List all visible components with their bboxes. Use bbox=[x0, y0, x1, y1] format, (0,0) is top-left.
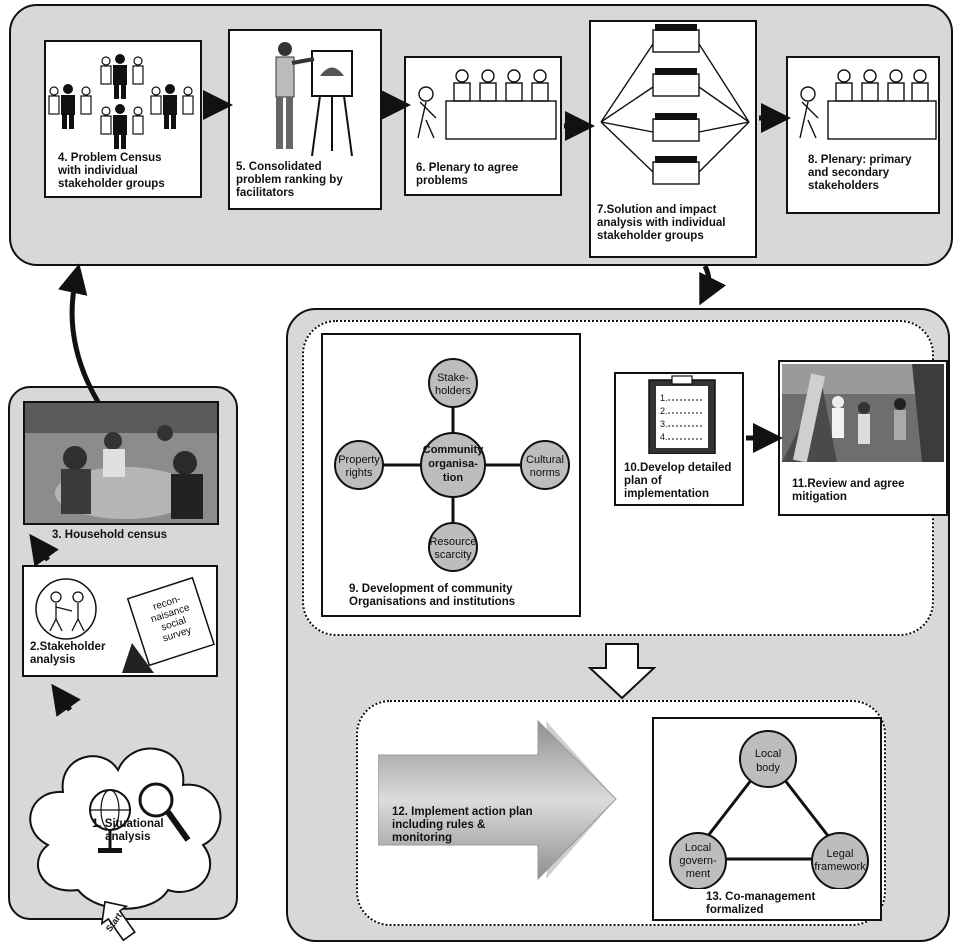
cultural-line-2: norms bbox=[530, 467, 561, 479]
clipboard-icon: 1. 2. 3. 4. bbox=[648, 375, 716, 454]
start-arrow-icon bbox=[100, 900, 136, 942]
local-gov-line-2: govern- bbox=[679, 855, 717, 867]
legal-framework-node bbox=[811, 832, 869, 889]
mitigation-photo bbox=[782, 364, 944, 462]
step-2-label: 2.Stakeholder analysis bbox=[30, 641, 106, 666]
subgroup-analysis-icon bbox=[600, 24, 750, 185]
step-8-label: 8. Plenary: primary and secondary stakeh… bbox=[808, 154, 912, 192]
stakeholders-line-1: Stake- bbox=[437, 372, 469, 384]
step-9-label: 9. Development of community Organisation… bbox=[349, 583, 516, 608]
step-13-label: 13. Co-management formalized bbox=[706, 891, 816, 916]
legal-line-2: framework bbox=[814, 861, 866, 873]
step-2-box: recon- naisance social survey 2.Stakehol… bbox=[22, 565, 218, 677]
plenary-meeting-icon bbox=[417, 69, 557, 140]
step-4-box: 4. Problem Census with individual stakeh… bbox=[44, 40, 202, 198]
globe-icon bbox=[89, 789, 131, 853]
plan-item-2: 2. bbox=[660, 406, 668, 416]
center-line-3: tion bbox=[443, 472, 463, 484]
plan-item-3: 3. bbox=[660, 419, 668, 429]
center-line-2: organisa- bbox=[428, 458, 478, 470]
property-line-1: Property bbox=[338, 454, 380, 466]
step-9-box: Community organisa- tion Stake- holders … bbox=[321, 333, 581, 617]
community-organisation-diagram: Community organisa- tion Stake- holders … bbox=[334, 358, 570, 572]
arrow-to-panel-2 bbox=[699, 264, 727, 306]
local-body-line-2: body bbox=[756, 762, 780, 774]
property-rights-node bbox=[334, 440, 384, 490]
legal-line-1: Legal bbox=[827, 848, 854, 860]
facilitator-easel-icon bbox=[275, 42, 353, 157]
step-11-label: 11.Review and agree mitigation bbox=[792, 478, 905, 503]
step-13-box: Local body Local govern- ment Legal fram… bbox=[652, 717, 882, 921]
local-gov-line-3: ment bbox=[686, 868, 710, 880]
stakeholder-groups-icon bbox=[48, 54, 194, 149]
step-4-label: 4. Problem Census with individual stakeh… bbox=[58, 152, 165, 190]
plan-item-4: 4. bbox=[660, 432, 668, 442]
step-6-label: 6. Plenary to agree problems bbox=[416, 162, 519, 187]
step-5-box: 5. Consolidated problem ranking by facil… bbox=[228, 29, 382, 210]
step-1-label: 1. Situational analysis bbox=[92, 818, 164, 843]
local-government-node bbox=[669, 832, 727, 889]
step-6-box: 6. Plenary to agree problems bbox=[404, 56, 562, 196]
cultural-norms-node bbox=[520, 440, 570, 490]
step-12-label: 12. Implement action plan including rule… bbox=[392, 806, 533, 844]
co-management-diagram: Local body Local govern- ment Legal fram… bbox=[669, 730, 869, 889]
step-7-box: 7.Solution and impact analysis with indi… bbox=[589, 20, 757, 258]
stakeholders-line-2: holders bbox=[435, 385, 472, 397]
plenary-stakeholders-icon bbox=[799, 69, 937, 140]
step-10-box: 1. 2. 3. 4. 10.Develop detailed plan of … bbox=[614, 372, 744, 506]
stakeholders-node bbox=[428, 358, 478, 408]
arrow-3-to-4 bbox=[58, 263, 101, 404]
stakeholder-analysis-icon bbox=[35, 576, 215, 673]
situational-analysis-cloud bbox=[29, 747, 222, 910]
cultural-line-1: Cultural bbox=[526, 454, 564, 466]
magnifier-icon bbox=[138, 782, 191, 842]
step-3-label: 3. Household census bbox=[52, 529, 168, 541]
action-plan-arrow bbox=[378, 719, 617, 881]
step-8-box: 8. Plenary: primary and secondary stakeh… bbox=[786, 56, 940, 214]
property-line-2: rights bbox=[346, 467, 373, 479]
step-10-label: 10.Develop detailed plan of implementati… bbox=[624, 462, 732, 500]
step-7-label: 7.Solution and impact analysis with indi… bbox=[597, 204, 726, 242]
community-center-node bbox=[420, 432, 486, 498]
resource-line-1: Resource bbox=[429, 536, 476, 548]
resource-line-2: scarcity bbox=[434, 549, 472, 561]
down-arrow-icon bbox=[587, 643, 657, 700]
center-line-1: Community bbox=[423, 444, 484, 456]
local-body-node bbox=[739, 730, 797, 788]
step-11-box: 11.Review and agree mitigation bbox=[778, 360, 948, 516]
household-census-photo bbox=[23, 401, 219, 525]
local-body-line-1: Local bbox=[755, 748, 781, 760]
local-gov-line-1: Local bbox=[685, 842, 711, 854]
plan-item-1: 1. bbox=[660, 393, 668, 403]
step-5-label: 5. Consolidated problem ranking by facil… bbox=[236, 161, 343, 199]
resource-scarcity-node bbox=[428, 522, 478, 572]
